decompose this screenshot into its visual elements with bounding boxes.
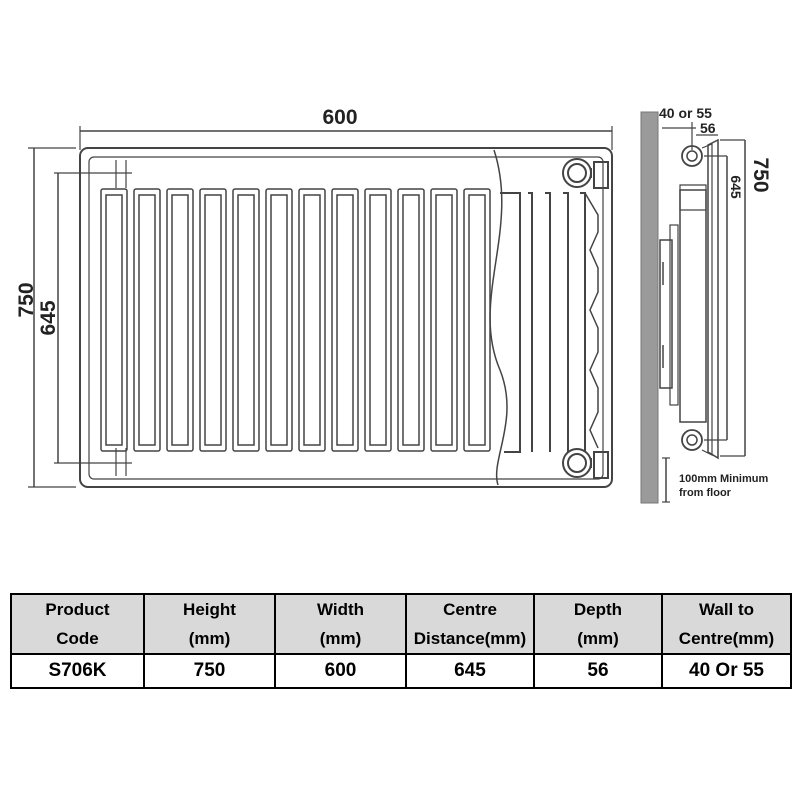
side-wall-to-centre-label: 40 or 55 bbox=[659, 105, 712, 121]
cell-wall-to-centre: 40 Or 55 bbox=[661, 653, 792, 689]
floor-note-line1: 100mm Minimum bbox=[679, 473, 768, 485]
wall bbox=[640, 111, 659, 504]
panel-profile bbox=[707, 138, 719, 460]
cell-product-code: S706K bbox=[10, 653, 145, 689]
cell-depth: 56 bbox=[533, 653, 663, 689]
table-row: S706K 750 600 645 56 40 Or 55 bbox=[10, 653, 792, 689]
side-height-label: 750 bbox=[749, 157, 772, 192]
side-top-connector-icon bbox=[681, 145, 703, 167]
header-width: Width(mm) bbox=[274, 593, 407, 655]
front-height-label: 750 bbox=[15, 282, 38, 317]
radiator-technical-drawing: 600 750 645 bbox=[15, 105, 772, 504]
radiator-outline bbox=[79, 147, 613, 488]
floor-note-line2: from floor bbox=[679, 487, 732, 499]
front-view bbox=[28, 126, 613, 488]
convector-fins bbox=[100, 188, 491, 452]
side-view bbox=[640, 111, 746, 504]
front-centre-label: 645 bbox=[37, 300, 60, 335]
side-depth-label: 56 bbox=[700, 120, 716, 136]
cell-height: 750 bbox=[143, 653, 276, 689]
wall-bracket bbox=[659, 239, 673, 389]
side-bottom-connector-icon bbox=[681, 429, 703, 451]
bottom-valve-icon bbox=[562, 448, 609, 479]
top-valve-icon bbox=[562, 158, 609, 189]
cell-centre-distance: 645 bbox=[405, 653, 535, 689]
cutaway-line bbox=[489, 149, 508, 486]
header-depth: Depth(mm) bbox=[533, 593, 663, 655]
front-width-label: 600 bbox=[322, 106, 357, 129]
header-height: Height(mm) bbox=[143, 593, 276, 655]
side-centre-label: 645 bbox=[728, 175, 744, 199]
internal-fins bbox=[500, 192, 599, 453]
cell-width: 600 bbox=[274, 653, 407, 689]
